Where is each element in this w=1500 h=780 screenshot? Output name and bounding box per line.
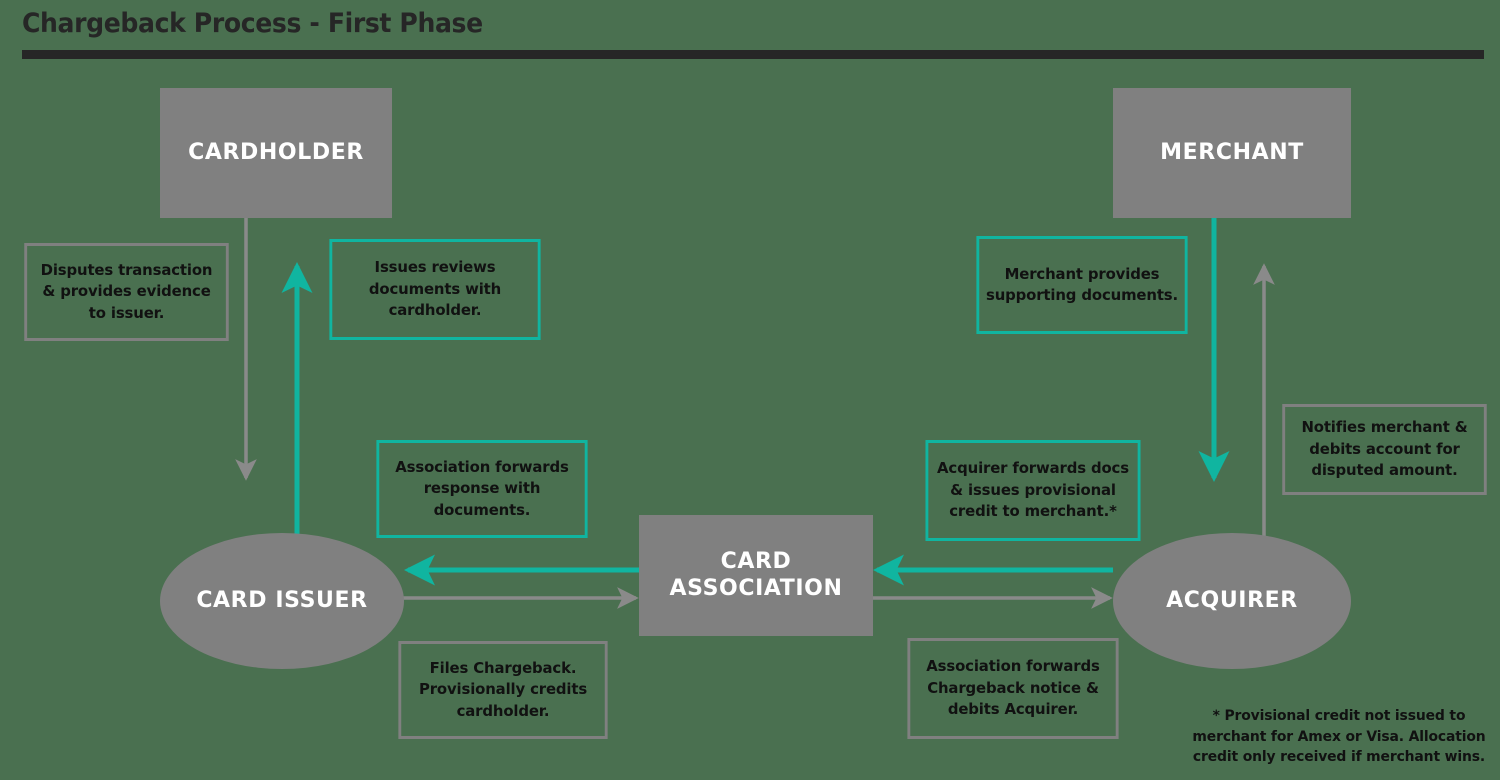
callout-notifies-merchant: Notifies merchant & debits account for d… — [1282, 404, 1487, 495]
callout-files-chargeback: Files Chargeback. Provisionally credits … — [398, 641, 608, 739]
node-acquirer[interactable]: ACQUIRER — [1113, 533, 1351, 669]
callout-acquirer-forwards-docs: Acquirer forwards docs & issues provisio… — [925, 440, 1141, 541]
callout-issuer-reviews-documents: Issues reviews documents with cardholder… — [329, 239, 541, 340]
callout-disputes-transaction: Disputes transaction & provides evidence… — [24, 243, 229, 341]
node-cardholder[interactable]: CARDHOLDER — [160, 88, 392, 218]
page-title: Chargeback Process - First Phase — [22, 8, 483, 39]
footnote-provisional-credit: * Provisional credit not issued to merch… — [1192, 708, 1486, 766]
callout-association-forwards-response: Association forwards response with docum… — [376, 440, 588, 538]
node-card-issuer[interactable]: CARD ISSUER — [160, 533, 404, 669]
callout-association-forwards-chargeback-notice: Association forwards Chargeback notice &… — [907, 638, 1119, 739]
title-divider — [22, 50, 1484, 59]
node-merchant[interactable]: MERCHANT — [1113, 88, 1351, 218]
callout-merchant-provides-documents: Merchant provides supporting documents. — [976, 236, 1188, 334]
node-card-association[interactable]: CARD ASSOCIATION — [639, 515, 873, 636]
